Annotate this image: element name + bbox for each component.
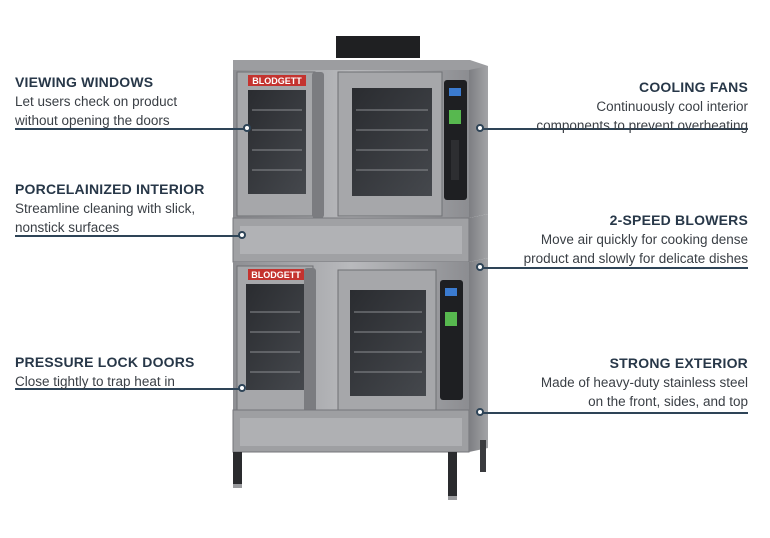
two-speed-blowers-desc-2: product and slowly for delicate dishes [523,251,748,266]
two-speed-blowers-callout: 2-SPEED BLOWERS Move air quickly for coo… [478,212,748,268]
viewing-windows-title: VIEWING WINDOWS [15,74,154,90]
two-speed-blowers-title: 2-SPEED BLOWERS [609,212,748,228]
pressure-lock-doors-desc-1: Close tightly to trap heat in [15,374,175,389]
cooling-fans-desc-2: components to prevent overheating [536,118,748,133]
pressure-lock-doors-title: PRESSURE LOCK DOORS [15,354,195,370]
leg-back-right [480,440,486,472]
lower-brand-text: BLODGETT [251,270,301,280]
lower-oven-side [469,258,488,414]
two-speed-blowers-marker [476,263,484,271]
viewing-windows-leader [15,128,246,130]
cooling-fans-title: COOLING FANS [639,79,748,95]
pressure-lock-doors-callout: PRESSURE LOCK DOORS Close tightly to tra… [15,354,255,391]
viewing-windows-desc-1: Let users check on product [15,94,178,109]
strong-exterior-desc-1: Made of heavy-duty stainless steel [540,375,748,390]
lower-right-window [350,290,426,396]
strong-exterior-desc-2: on the front, sides, and top [588,394,748,409]
pressure-lock-doors-marker [238,384,246,392]
porcelainized-interior-desc-2: nonstick surfaces [15,220,120,235]
strong-exterior-marker [476,408,484,416]
porcelainized-interior-desc-1: Streamline cleaning with slick, [15,201,196,216]
pressure-lock-doors-leader [15,388,241,390]
leg-front-right [448,452,457,498]
porcelainized-interior-callout: PORCELAINIZED INTERIOR Streamline cleani… [15,181,255,237]
upper-brand-text: BLODGETT [252,76,302,86]
cooling-fans-desc-1: Continuously cool interior [596,99,748,114]
upper-oven-side [469,66,488,218]
upper-right-window [352,88,432,196]
viewing-windows-marker [243,124,251,132]
upper-door-handle [312,72,324,218]
viewing-windows-callout: VIEWING WINDOWS Let users check on produ… [15,74,255,130]
cooling-fans-marker [476,124,484,132]
leg-front-left [233,452,242,486]
viewing-windows-desc-2: without opening the doors [15,113,170,128]
porcelainized-interior-marker [238,231,246,239]
lower-control-panel [440,280,463,400]
two-speed-blowers-leader [482,267,748,269]
porcelainized-interior-title: PORCELAINIZED INTERIOR [15,181,205,197]
strong-exterior-title: STRONG EXTERIOR [609,355,748,371]
two-speed-blowers-desc-1: Move air quickly for cooking dense [540,232,748,247]
upper-left-window [248,90,306,194]
porcelainized-interior-leader [15,235,241,237]
lower-door-handle [304,268,316,416]
top-vent [336,36,420,58]
strong-exterior-leader [482,412,748,414]
cooling-fans-callout: COOLING FANS Continuously cool interior … [498,79,748,135]
lower-brand-plate [248,269,304,280]
cooling-fans-leader [482,128,748,130]
strong-exterior-callout: STRONG EXTERIOR Made of heavy-duty stain… [488,355,748,411]
upper-brand-plate [248,75,306,86]
